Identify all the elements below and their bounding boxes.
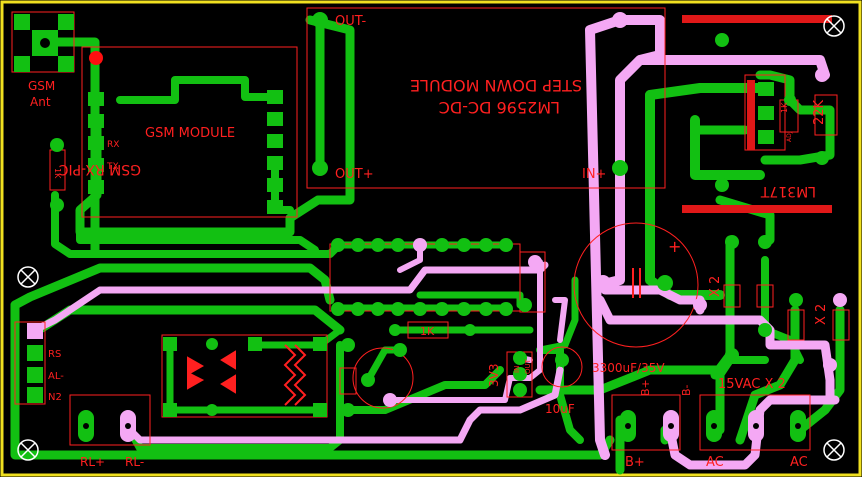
label-lm317t: LM317T — [760, 183, 816, 199]
mount-hole-bl — [17, 439, 39, 461]
label-ant: Ant — [30, 95, 51, 109]
label-adj: ADJ — [786, 131, 793, 142]
label-in-plus: IN+ — [582, 167, 606, 182]
label-cap-plus: + — [668, 237, 681, 256]
mount-hole-br — [823, 439, 845, 461]
silkscreen-labels: GSM Ant GSM MODULE GSM RX-PIC RX TX 1K O… — [28, 14, 829, 470]
ic-header-top — [331, 238, 513, 252]
label-out-minus: OUT- — [335, 14, 366, 29]
gsm-header-right — [267, 90, 283, 214]
label-n2: N2 — [48, 392, 62, 403]
relay-symbol — [187, 344, 307, 406]
label-rl-plus: RL+ — [80, 455, 105, 469]
label-reg-out: OUT — [524, 358, 532, 374]
label-gsm-rx-pic: GSM RX-PIC — [58, 161, 141, 177]
label-step-down: STEP DOWN MODULE — [410, 76, 582, 95]
pads — [14, 12, 847, 442]
heatsink-bottom — [682, 205, 832, 213]
label-22k: 22K — [812, 99, 827, 125]
gsm-header-left — [88, 92, 104, 194]
label-15vac: 15VAC X 2 — [718, 377, 786, 392]
label-ac-2: AC — [790, 455, 808, 470]
label-gsm-module: GSM MODULE — [145, 126, 235, 141]
mount-hole-tl — [17, 266, 39, 288]
gsm-pin1-marker — [89, 51, 103, 65]
label-rl-minus: RL- — [125, 455, 144, 469]
label-diode-x2-a: X 2 — [708, 276, 723, 297]
label-reg-in: IN — [513, 366, 521, 373]
label-r-1k-left: 1K — [53, 168, 62, 179]
relay-pads — [163, 337, 327, 417]
label-ac-1: AC — [706, 455, 724, 470]
label-al: AL- — [48, 371, 64, 382]
heatsink-top — [682, 15, 832, 23]
label-3v3: 3V3 — [487, 364, 501, 387]
lm317t-body — [747, 80, 755, 150]
label-b-plus-top: B+ — [639, 379, 652, 396]
label-r-1k-mid: 1K — [420, 325, 435, 338]
cap-polarity — [632, 268, 641, 298]
mount-hole-tr — [823, 15, 845, 37]
left-connector — [27, 323, 43, 403]
mounting-holes — [17, 15, 845, 461]
label-tx: TX — [106, 162, 119, 172]
label-rx: RX — [107, 140, 119, 150]
label-gsm: GSM — [28, 79, 55, 93]
label-diode-x2-b: X 2 — [814, 304, 829, 325]
label-b-minus-top: B- — [680, 384, 693, 396]
label-pot-1k: 1K — [780, 102, 789, 113]
label-b-plus: B+ — [625, 455, 645, 470]
ic-header-bottom — [331, 302, 513, 316]
label-cap-big: 3300uF/35V — [592, 361, 665, 375]
label-rs: RS — [48, 349, 61, 360]
label-out-plus: OUT+ — [335, 167, 374, 182]
label-lm2596: LM2596 DC-DC — [439, 98, 560, 117]
label-cap-small: 10uF — [545, 402, 575, 416]
